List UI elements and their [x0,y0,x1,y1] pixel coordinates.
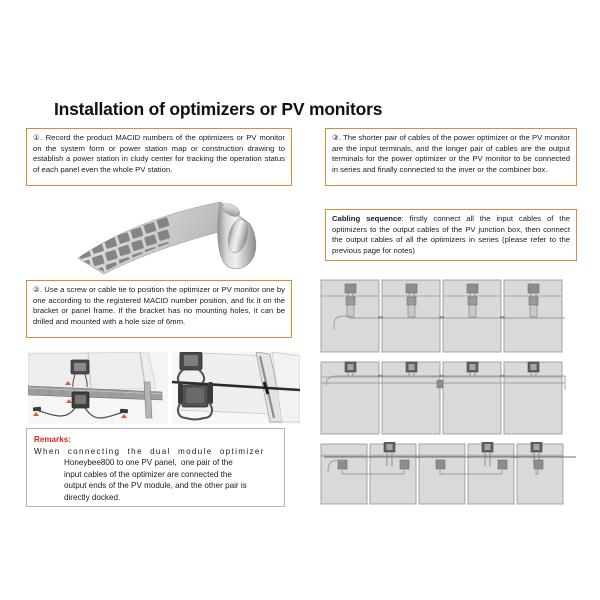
remarks-title: Remarks: [34,435,71,444]
cabling-text: firstly connect all the input cables of … [332,214,570,255]
diagram-row-1 [318,278,576,356]
remarks-line-1: When connecting the dual module optimize… [34,446,265,456]
cabling-paragraph: Cabling sequence: firstly connect all th… [332,214,570,256]
step2-textbox: ②. Use a screw or cable tie to position … [26,280,292,338]
optimizer-mounted-on-rail-photo [28,352,168,424]
cabling-sequence-textbox: Cabling sequence: firstly connect all th… [325,209,577,261]
diagram-row-2 [318,360,576,438]
scroll-svg [77,201,257,275]
remarks-line-3: input cables of the optimizer are connec… [64,469,232,479]
diagram-row-3-svg [320,442,576,505]
remarks-textbox: Remarks: When connecting the dual module… [26,428,285,507]
photo-left-svg [28,352,168,424]
step3-text: ③. The shorter pair of cables of the pow… [332,133,570,174]
diagram-row-1-svg [320,279,565,353]
step2-text: ②. Use a screw or cable tie to position … [33,285,285,326]
photo-right-svg [172,352,300,424]
panel-optimizer-group [344,283,540,318]
installation-photo-row [28,352,300,424]
power-station-map-scroll-illustration [60,190,310,280]
panel-grid [78,202,177,272]
cabling-separator: : [401,214,410,223]
remarks-line-5: directly docked. [64,492,121,502]
remarks-line-2: Honeybee800 to one PV panel, one pair of… [64,458,233,468]
scroll-roll-cap [222,203,240,217]
diagram-row-3 [318,442,576,520]
cabling-heading: Cabling sequence [332,214,402,223]
diagram-row-2-svg [320,361,566,435]
optimizer-cable-tied-photo [172,352,300,424]
remarks-line-4: output ends of the PV module, and the ot… [64,481,247,491]
scroll-roll-body [228,219,248,253]
step1-text: ①. Record the product MACID numbers of t… [33,133,285,174]
step3-textbox: ③. The shorter pair of cables of the pow… [325,128,577,186]
step1-textbox: ①. Record the product MACID numbers of t… [26,128,292,186]
page-title: Installation of optimizers or PV monitor… [54,99,383,119]
